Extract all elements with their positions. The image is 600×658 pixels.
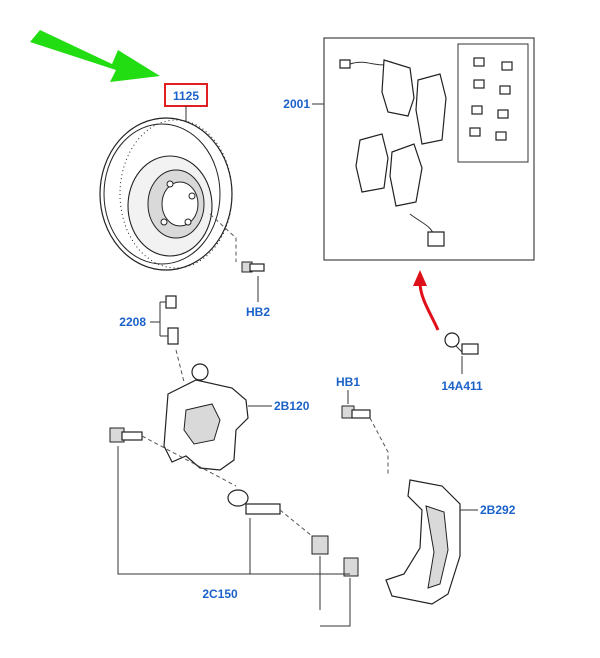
label-14a411[interactable]: 14A411	[441, 379, 483, 393]
label-2b120[interactable]: 2B120	[274, 399, 310, 413]
wear-sensor-illustration	[444, 332, 479, 355]
guide-pin-kit-illustration	[109, 427, 359, 577]
label-2c150[interactable]: 2C150	[202, 587, 238, 601]
red-curved-arrow-icon	[413, 270, 440, 331]
label-2001[interactable]: 2001	[283, 97, 310, 111]
clip-box	[457, 43, 529, 163]
pad-kit-box	[323, 37, 535, 261]
brake-disc-illustration	[99, 117, 233, 271]
label-1125[interactable]: 1125	[173, 89, 199, 103]
bleed-screw-illustration	[165, 295, 179, 345]
green-arrow-icon	[30, 30, 160, 82]
label-hb1[interactable]: HB1	[336, 375, 360, 389]
caliper-illustration	[163, 363, 249, 471]
anchor-bracket-illustration	[385, 479, 461, 605]
pad-clips-illustration	[469, 57, 513, 141]
label-hb2[interactable]: HB2	[246, 305, 270, 319]
bolt-hb2-illustration	[241, 261, 265, 273]
bolt-hb1-illustration	[341, 405, 371, 419]
label-2208[interactable]: 2208	[119, 315, 146, 329]
label-2b292[interactable]: 2B292	[480, 503, 516, 517]
brake-pads-illustration	[339, 59, 447, 247]
